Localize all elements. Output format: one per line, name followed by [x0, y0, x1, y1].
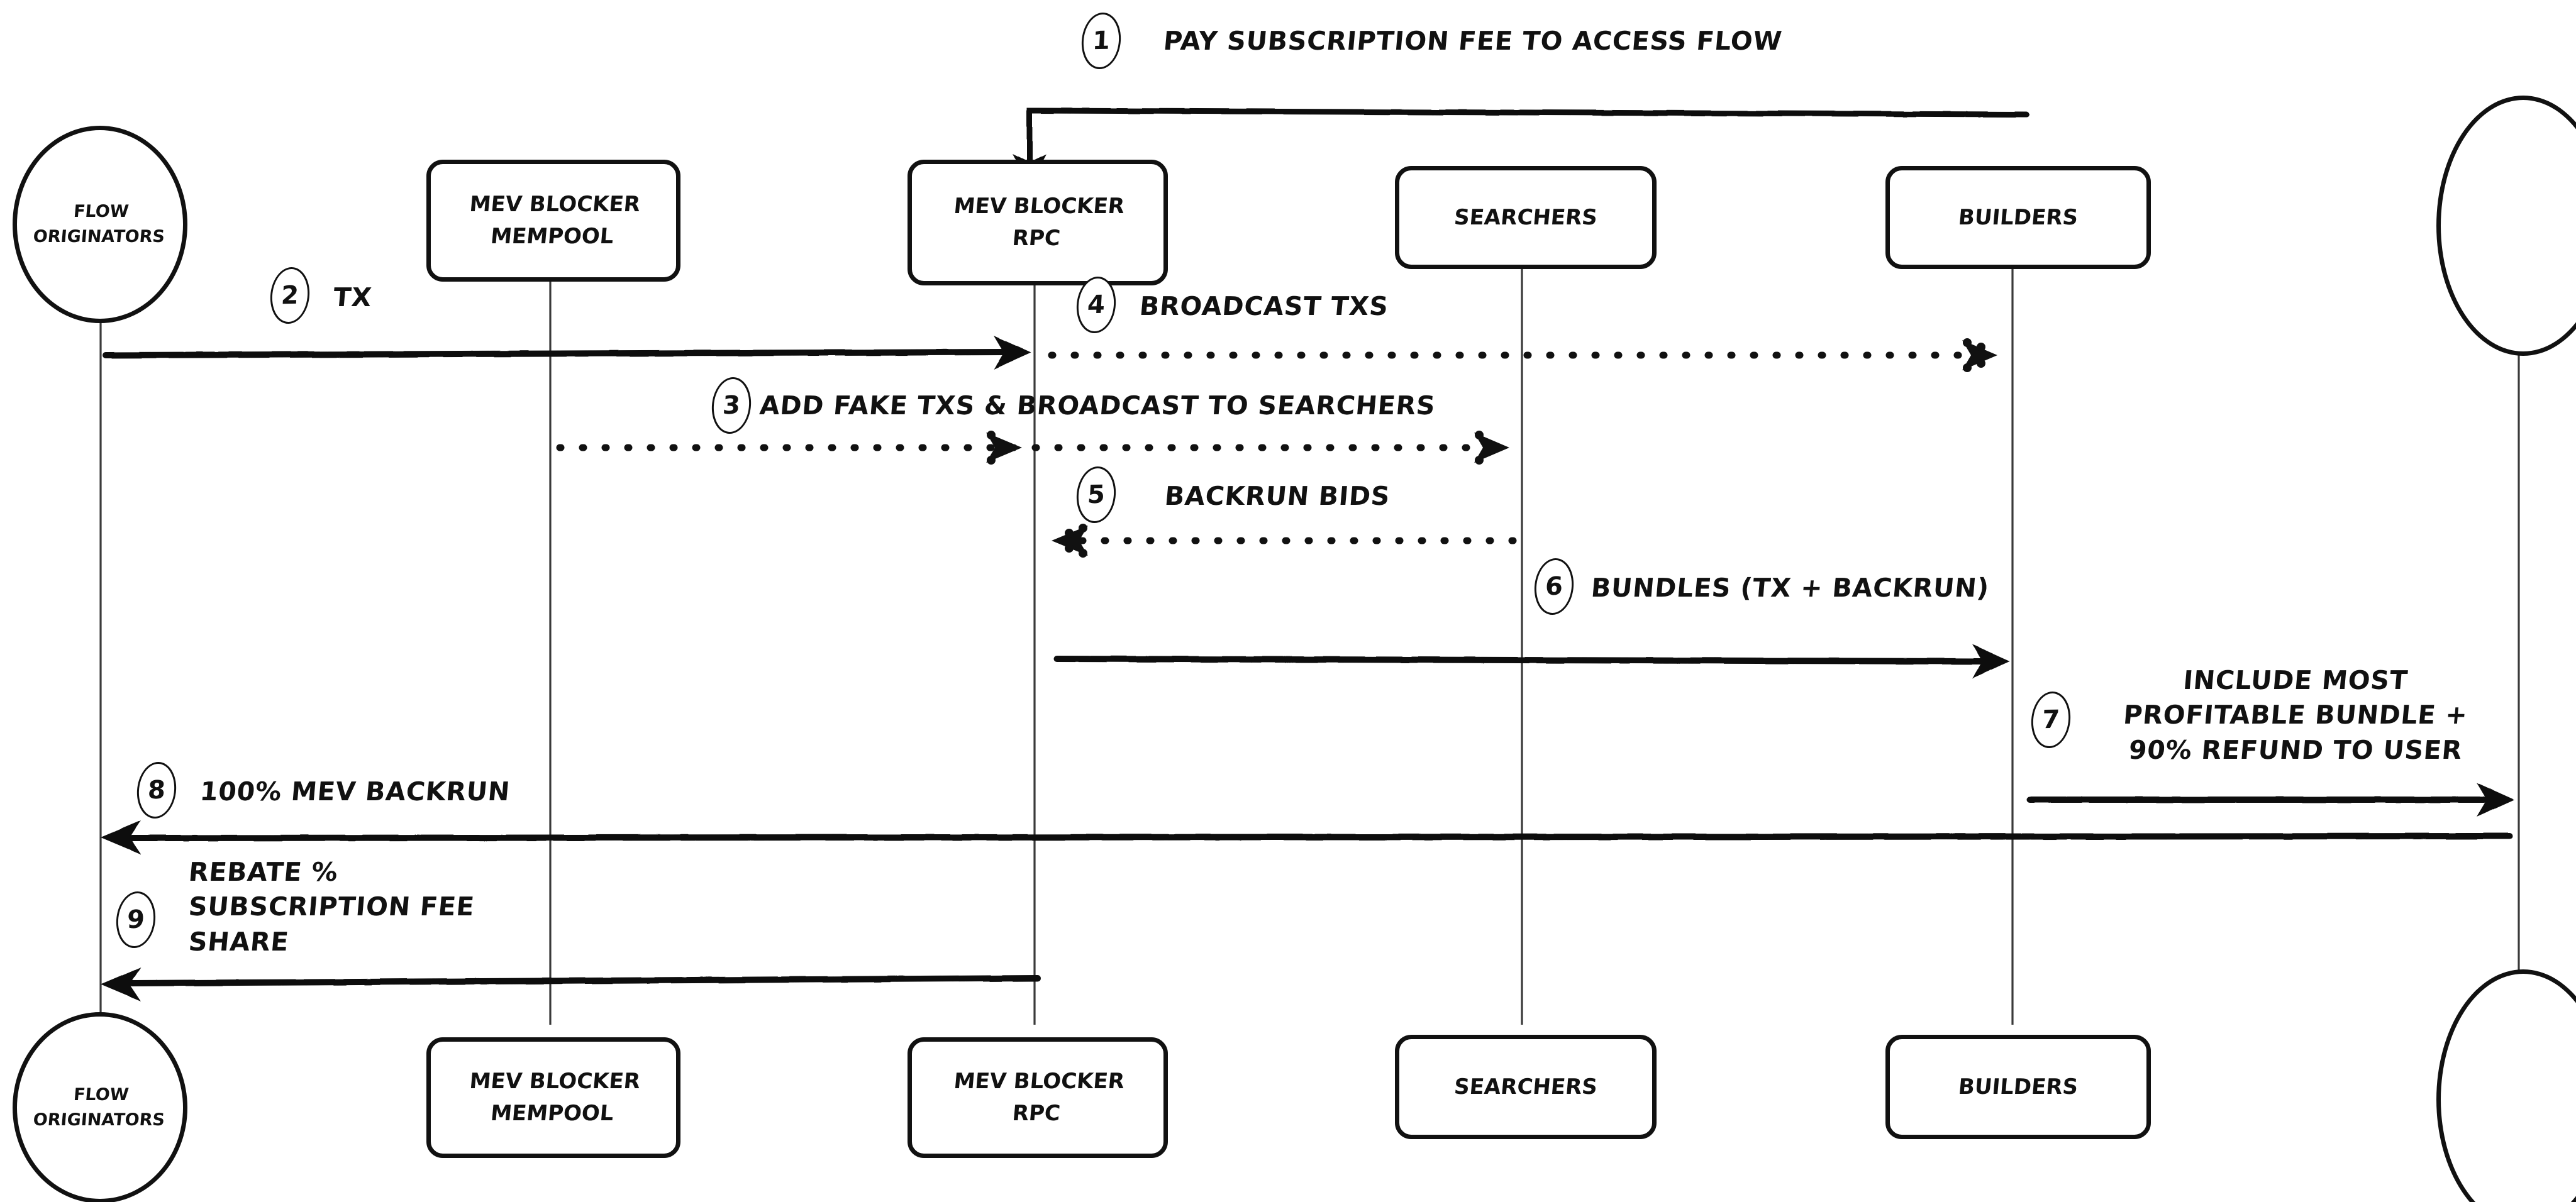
actor-label-line2: RPC: [1011, 1101, 1062, 1126]
message-4-path: [1048, 338, 1997, 372]
message-4-label: Broadcast Txs: [1138, 291, 1390, 321]
actor-flow-originators-top-label: Flow Originators: [9, 130, 191, 319]
actor-label-line2: Mempool: [489, 1101, 615, 1126]
message-7-label-line2: Profitable Bundle +: [2122, 700, 2469, 731]
message-9-label-line2: Subscription Fee: [187, 891, 476, 922]
message-6-path: [1053, 644, 2010, 678]
message-2-label: Tx: [331, 282, 374, 312]
actor-label-line1: Builders: [1957, 204, 2079, 230]
message-9-label-line1: Rebate %: [187, 857, 340, 887]
actor-builders-bottom-label: Builders: [1885, 1039, 2150, 1135]
actor-builders-top-label: Builders: [1885, 170, 2150, 265]
actor-builders-bottom[interactable]: Builders: [1885, 1035, 2151, 1139]
actor-mev-blocker-mempool-bottom[interactable]: MEV Blocker Mempool: [426, 1037, 680, 1158]
actor-label-line1: Flow: [72, 201, 130, 221]
message-2-path: [103, 336, 1031, 370]
actor-mev-blocker-rpc-top-label: MEV Blocker RPC: [907, 164, 1169, 281]
message-8-label: 100% MEV Backrun: [198, 776, 512, 807]
message-1-label: Pay Subscription Fee to Access Flow: [1162, 26, 1784, 56]
actor-searchers-bottom[interactable]: Searchers: [1395, 1035, 1657, 1139]
message-7-label: Include Most Profitable Bundle + 90% Ref…: [2082, 663, 2509, 768]
actor-searchers-top-label: Searchers: [1395, 170, 1656, 265]
actor-ethereum-top[interactable]: [2436, 96, 2576, 356]
message-7-path: [2027, 783, 2514, 817]
actor-mev-blocker-mempool-bottom-label: MEV Blocker Mempool: [426, 1042, 681, 1154]
message-3-path: [556, 431, 1509, 465]
message-8-path: [101, 820, 2512, 854]
message-9-label-line3: Share: [187, 926, 291, 957]
message-9-label: Rebate % Subscription Fee Share: [187, 855, 541, 959]
actor-label-line1: Searchers: [1453, 204, 1599, 230]
actor-searchers-bottom-label: Searchers: [1395, 1039, 1656, 1135]
actor-mev-blocker-mempool-top[interactable]: MEV Blocker Mempool: [426, 160, 680, 282]
message-5-label: Backrun Bids: [1163, 481, 1392, 511]
actor-mev-blocker-rpc-bottom[interactable]: MEV Blocker RPC: [908, 1037, 1168, 1158]
actor-searchers-top[interactable]: Searchers: [1395, 166, 1657, 269]
actor-label-line2: Originators: [32, 1110, 166, 1130]
message-5-path: [1052, 524, 1517, 558]
actor-label-line2: RPC: [1011, 226, 1062, 251]
actor-label-line1: Flow: [72, 1084, 130, 1105]
actor-mev-blocker-rpc-top[interactable]: MEV Blocker RPC: [908, 160, 1168, 285]
message-9-path: [101, 968, 1041, 1001]
message-3-label: Add Fake Txs & Broadcast to Searchers: [758, 390, 1437, 421]
actor-flow-originators-bottom-label: Flow Originators: [9, 1017, 191, 1199]
actor-label-line2: Originators: [32, 227, 166, 246]
actor-mev-blocker-mempool-top-label: MEV Blocker Mempool: [426, 164, 681, 277]
message-7-label-line1: Include Most: [2182, 665, 2409, 695]
actor-mev-blocker-rpc-bottom-label: MEV Blocker RPC: [907, 1042, 1169, 1154]
actor-label-line1: MEV Blocker: [952, 1069, 1126, 1094]
actor-flow-originators-bottom[interactable]: Flow Originators: [13, 1012, 187, 1202]
actor-label-line1: Searchers: [1453, 1074, 1599, 1100]
actor-builders-top[interactable]: Builders: [1885, 166, 2151, 269]
actor-flow-originators-top[interactable]: Flow Originators: [13, 126, 187, 323]
actor-label-line2: Mempool: [489, 224, 615, 249]
actor-label-line1: MEV Blocker: [468, 1069, 641, 1094]
actor-label-line1: MEV Blocker: [468, 192, 641, 217]
message-6-label: Bundles (Tx + Backrun): [1589, 573, 1991, 603]
message-7-label-line3: 90% Refund to User: [2127, 734, 2464, 765]
actor-label-line1: MEV Blocker: [952, 194, 1126, 219]
actor-label-line1: Builders: [1957, 1074, 2079, 1100]
